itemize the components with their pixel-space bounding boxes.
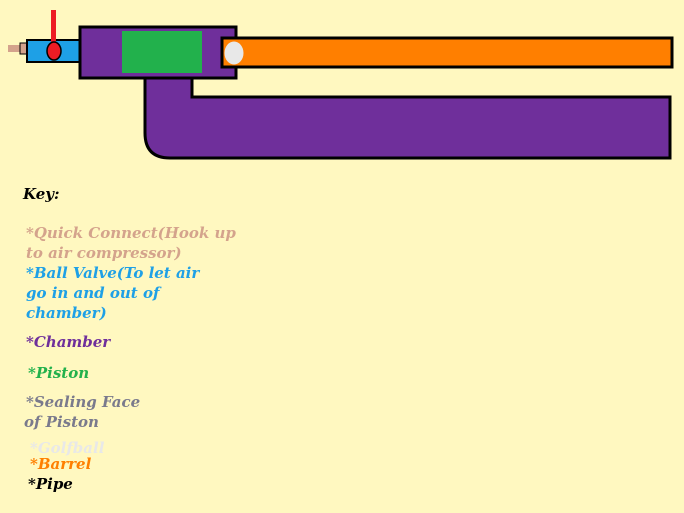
key-title: Key: (23, 185, 60, 203)
golfball (223, 40, 245, 66)
key-item-line: *Ball Valve(To let air (26, 264, 200, 282)
key-item-line: chamber) (26, 304, 107, 322)
key-item-line: *Quick Connect(Hook up (26, 224, 236, 242)
piston (122, 31, 202, 73)
key-item-line: *Chamber (26, 333, 111, 351)
valve-knob (46, 41, 62, 61)
air-cannon-diagram (8, 10, 674, 160)
key-item-line: *Golfball (30, 439, 105, 457)
key-item-line: *Piston (28, 364, 90, 382)
valve-handle (51, 10, 56, 48)
key-item-line: of Piston (24, 413, 99, 431)
key-item-line: *Pipe (28, 475, 73, 493)
barrel (220, 36, 674, 69)
key-item-line: to air compressor) (26, 244, 182, 262)
key-item-line: *Barrel (30, 455, 92, 473)
quick-connect-fitting (8, 45, 22, 52)
key-item-line: go in and out of (26, 284, 160, 302)
pipe (143, 74, 672, 160)
key-item-line: *Sealing Face (26, 393, 141, 411)
